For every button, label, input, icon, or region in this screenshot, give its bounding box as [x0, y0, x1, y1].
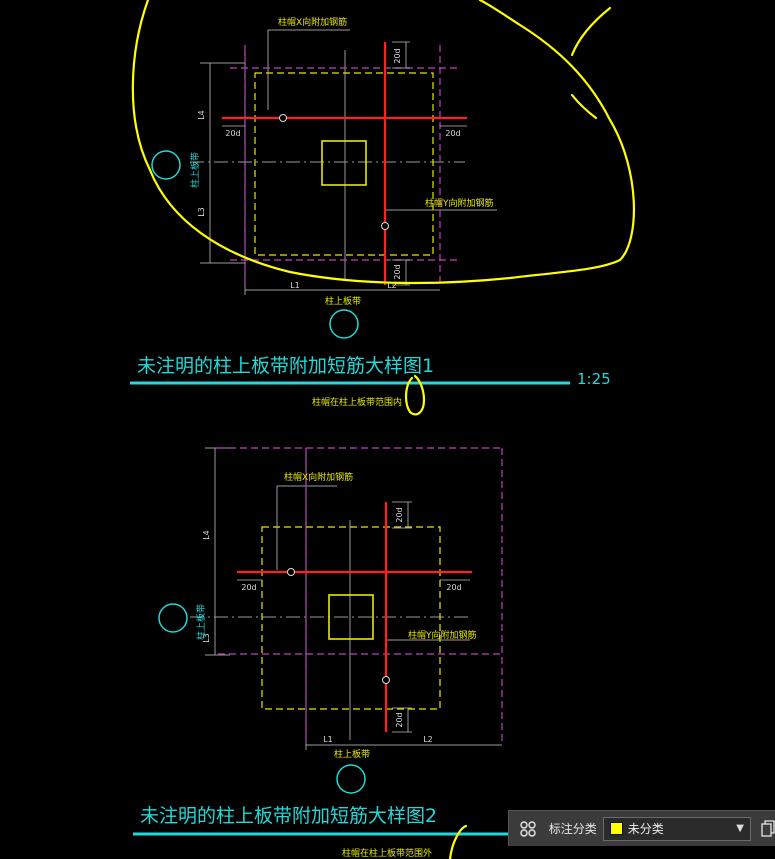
- axis-bubble-bottom-1: [329, 309, 359, 339]
- layout-grid-button[interactable]: [515, 816, 541, 842]
- rebar-2: [237, 502, 472, 732]
- grid-icon: [520, 820, 536, 837]
- dim-l2-2: L2: [423, 735, 433, 744]
- category-selected-value: 未分类: [627, 822, 664, 836]
- dim-20d-top-1: 20d: [393, 48, 402, 63]
- dim-l3-1: L3: [197, 207, 206, 217]
- dim-l4-1: L4: [197, 110, 206, 120]
- column-strip-boundary-1: [230, 45, 458, 285]
- dim-l1-1: L1: [290, 281, 300, 290]
- label-y-rebar-1: 柱帽Y向附加钢筋: [425, 197, 494, 209]
- drawing-note-2: 柱帽在柱上板带范围外: [342, 847, 432, 859]
- drawing-note-1: 柱帽在柱上板带范围内: [312, 396, 402, 408]
- axis-lines-1: [190, 29, 497, 295]
- drawing-title-2: 未注明的柱上板带附加短筋大样图2: [140, 805, 437, 827]
- detail-drawing-1: 20d 20d 20d 20d L4 L3 L1 L2 柱帽X向附加钢筋 柱帽Y…: [130, 16, 611, 408]
- column-2: [328, 594, 374, 640]
- dim-20d-left-2: 20d: [241, 583, 256, 592]
- rebar-1: [222, 42, 467, 285]
- drawing-title-1: 未注明的柱上板带附加短筋大样图1: [137, 355, 434, 377]
- column-strip-boundary-2: [218, 447, 503, 745]
- axis-bubble-bottom-2: [336, 764, 366, 794]
- label-y-rebar-2: 柱帽Y向附加钢筋: [408, 629, 477, 641]
- dim-20d-bottom-1: 20d: [393, 264, 402, 279]
- axis-lines-2: [190, 447, 502, 750]
- label-strip-vertical-1: 柱上板带: [189, 152, 201, 188]
- copy-button[interactable]: [761, 819, 775, 838]
- axis-bubble-left-2: [158, 603, 188, 633]
- copy-icon: [761, 819, 775, 837]
- drawing-scale-1: 1:25: [577, 370, 611, 388]
- dim-20d-bottom-2: 20d: [395, 712, 404, 727]
- column-cap-outline-2: [261, 526, 441, 710]
- dim-20d-top-2: 20d: [395, 507, 404, 522]
- freehand-markup: [131, 0, 636, 859]
- dim-20d-right-2: 20d: [446, 583, 461, 592]
- label-x-rebar-2: 柱帽X向附加钢筋: [284, 471, 353, 483]
- detail-drawing-2: 20d 20d 20d 20d L4 L3 L1 L2 柱帽X向附加钢筋 柱帽Y…: [133, 447, 510, 859]
- label-strip-vertical-2: 柱上板带: [195, 604, 207, 640]
- annotation-category-select[interactable]: 未分类 ▼: [602, 816, 751, 841]
- chevron-down-icon: ▼: [736, 823, 744, 834]
- dim-20d-left-1: 20d: [225, 129, 240, 138]
- annotation-category-label: 标注分类: [548, 822, 597, 836]
- dim-l3-2: L3: [202, 633, 211, 643]
- category-color-swatch: [609, 822, 623, 835]
- column-cap-outline-1: [254, 72, 434, 256]
- label-strip-horizontal-2: 柱上板带: [334, 748, 370, 760]
- label-strip-horizontal-1: 柱上板带: [325, 295, 361, 307]
- column-1: [321, 140, 367, 186]
- label-x-rebar-1: 柱帽X向附加钢筋: [278, 16, 347, 28]
- annotation-category-panel: 标注分类 未分类 ▼: [508, 810, 775, 846]
- dim-l1-2: L1: [323, 735, 333, 744]
- axis-bubble-left-1: [151, 150, 181, 180]
- dim-l4-2: L4: [202, 530, 211, 540]
- dim-20d-right-1: 20d: [445, 129, 460, 138]
- dim-l2-1: L2: [387, 281, 397, 290]
